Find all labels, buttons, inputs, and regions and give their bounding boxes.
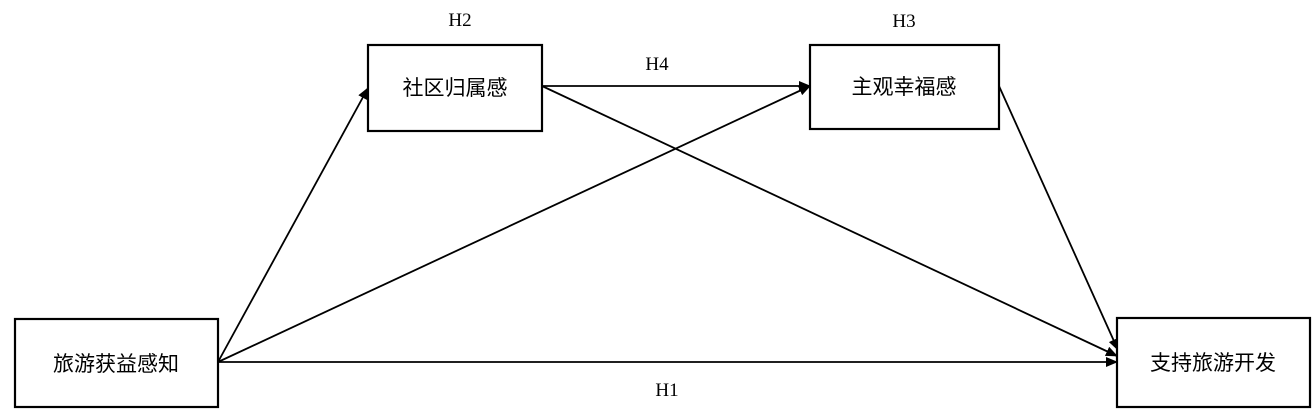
edge-wellbeing-to-support-h3: [998, 85, 1119, 351]
node-box: [808, 43, 1001, 131]
hypothesis-label-h2: H2: [448, 10, 471, 31]
node-label: 社区归属感: [403, 76, 508, 100]
node-subjective-wellbeing: 主观幸福感: [808, 43, 1001, 131]
node-label: 主观幸福感: [852, 75, 957, 99]
edge-benefit-to-wellbeing: [217, 85, 811, 363]
edge-belonging-to-support: [541, 85, 1118, 357]
node-tourism-benefit-perception: 旅游获益感知: [13, 317, 220, 409]
node-box: [13, 317, 220, 409]
node-label: 旅游获益感知: [53, 352, 179, 376]
node-label: 支持旅游开发: [1150, 351, 1276, 375]
node-box: [1115, 316, 1312, 409]
edge-benefit-to-belonging-h2: [217, 87, 369, 363]
node-support-tourism-development: 支持旅游开发: [1115, 316, 1312, 409]
hypothesis-label-h3: H3: [892, 11, 915, 32]
node-community-belonging: 社区归属感: [366, 43, 544, 133]
hypothesis-label-h1: H1: [655, 380, 678, 401]
node-box: [366, 43, 544, 133]
hypothesis-label-h4: H4: [645, 54, 669, 75]
